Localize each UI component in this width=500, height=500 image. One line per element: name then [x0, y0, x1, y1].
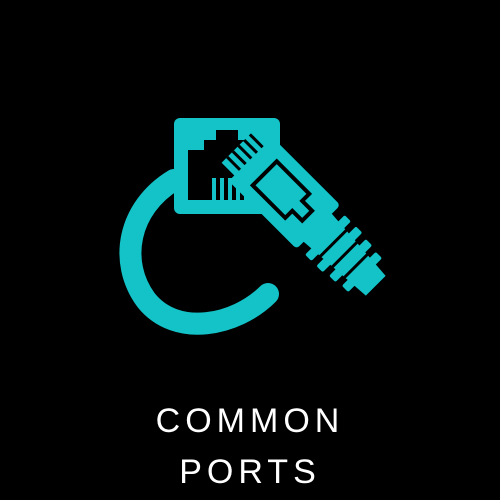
- poster-caption: COMMON PORTS: [0, 396, 500, 498]
- caption-line-1: COMMON: [155, 402, 345, 440]
- plug-head: [230, 138, 339, 248]
- ethernet-plug: [221, 130, 386, 296]
- cable-loop: [119, 169, 279, 335]
- caption-line-2: PORTS: [179, 453, 321, 491]
